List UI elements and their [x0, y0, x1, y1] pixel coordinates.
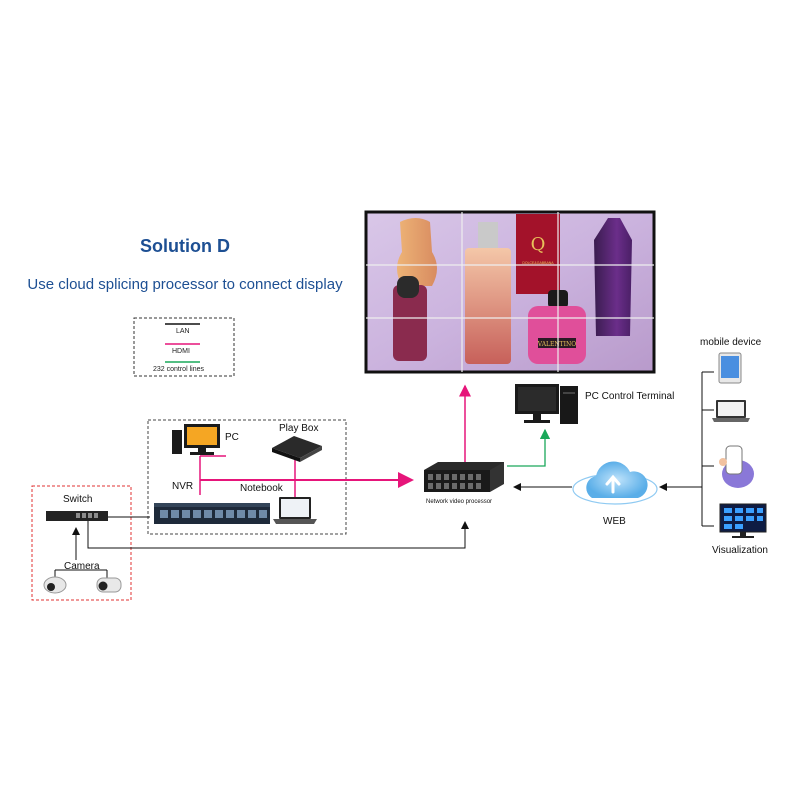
laptop-icon — [712, 400, 750, 422]
legend-hdmi-label: HDMI — [172, 348, 190, 355]
visualization-monitor-icon — [719, 503, 767, 538]
pc-label: PC — [225, 432, 239, 443]
nvr-label: NVR — [172, 481, 194, 492]
pc-control-terminal-label: PC Control Terminal — [585, 391, 675, 402]
visualization-label: Visualization — [712, 545, 768, 556]
camera-icon — [43, 576, 122, 594]
network-video-processor-label: Network video processor — [426, 499, 493, 505]
valentino-text: VALENTINO — [537, 341, 576, 348]
sources-group-box — [147, 419, 347, 535]
dg-brand-text: DOLCE&GABBANA — [522, 261, 554, 265]
mobile-device-label: mobile device — [700, 337, 762, 348]
legend-lan-label: LAN — [176, 328, 190, 335]
connections — [54, 371, 714, 578]
pc-icon — [172, 424, 220, 455]
web-cloud-icon — [572, 461, 658, 505]
play-box-label: Play Box — [279, 423, 319, 434]
legend — [133, 317, 235, 377]
camera-group-box — [31, 485, 132, 601]
legend-control-label: 232 control lines — [153, 366, 204, 373]
nvr-icon — [154, 503, 270, 524]
notebook-icon — [273, 497, 317, 524]
video-wall: Q DOLCE&GABBANA VALENTINO — [364, 210, 656, 374]
diagram-title: Solution D — [140, 236, 230, 256]
play-box-icon — [272, 436, 322, 462]
switch-icon — [46, 511, 108, 521]
pc-control-terminal-icon — [515, 384, 578, 424]
web-label: WEB — [603, 516, 626, 527]
notebook-label: Notebook — [240, 483, 283, 494]
switch-label: Switch — [63, 494, 93, 505]
camera-label: Camera — [64, 561, 100, 572]
tablet-icon — [718, 352, 742, 384]
q-logo-text: Q — [531, 234, 546, 255]
mobile-phone-icon — [719, 445, 754, 488]
network-video-processor-icon — [424, 462, 504, 492]
diagram-subtitle: Use cloud splicing processor to connect … — [27, 276, 343, 293]
